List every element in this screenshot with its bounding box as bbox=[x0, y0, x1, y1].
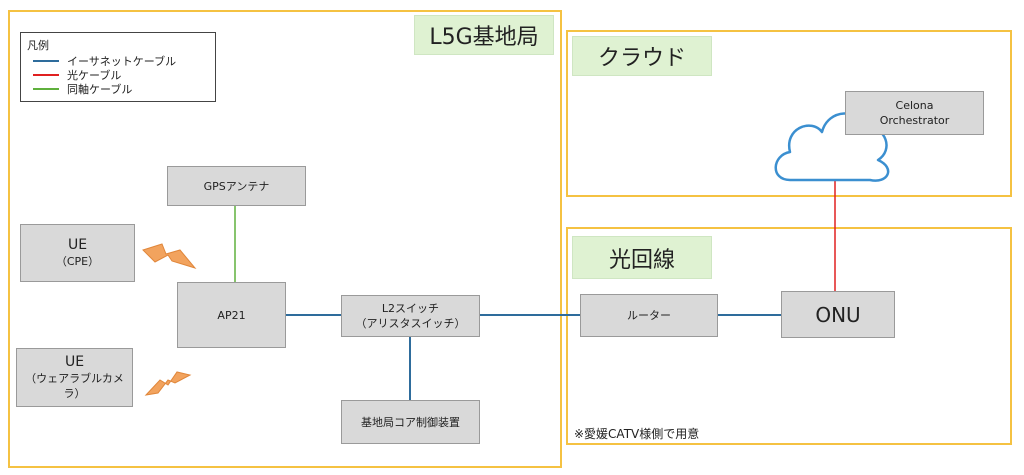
node-label: 基地局コア制御装置 bbox=[361, 415, 460, 429]
gps-antenna-node: GPSアンテナ bbox=[167, 166, 306, 206]
ue-cpe-node: UE （CPE） bbox=[20, 224, 135, 282]
router-node: ルーター bbox=[580, 294, 718, 337]
node-label: UE bbox=[64, 354, 85, 370]
node-label: ルーター bbox=[627, 309, 671, 322]
region-title-base-station: L5G基地局 bbox=[414, 15, 554, 55]
node-sublabel: Orchestrator bbox=[879, 114, 950, 127]
provider-note: ※愛媛CATV様側で用意 bbox=[574, 427, 700, 441]
node-sublabel: （アリスタスイッチ） bbox=[355, 317, 466, 330]
onu-node: ONU bbox=[781, 291, 895, 338]
region-title-cloud: クラウド bbox=[572, 36, 712, 76]
legend-label: 同軸ケーブル bbox=[67, 83, 133, 96]
node-label: AP21 bbox=[217, 308, 246, 322]
region-title-fiber: 光回線 bbox=[572, 236, 712, 279]
core-controller-node: 基地局コア制御装置 bbox=[341, 400, 480, 444]
ue-wearable-camera-node: UE （ウェアラブルカメラ） bbox=[16, 348, 133, 407]
celona-orchestrator-node: Celona Orchestrator bbox=[845, 91, 984, 135]
node-label: ONU bbox=[815, 302, 861, 327]
legend-item-ethernet: イーサネットケーブル bbox=[33, 54, 176, 68]
legend-title: 凡例 bbox=[27, 39, 49, 52]
lightning-icon-cpe bbox=[142, 243, 197, 269]
ethernet-line-swatch bbox=[33, 60, 59, 62]
cloud-frame bbox=[566, 30, 1012, 197]
node-label: UE bbox=[67, 237, 88, 253]
ap21-node: AP21 bbox=[177, 282, 286, 348]
node-label: GPSアンテナ bbox=[203, 179, 270, 193]
node-label: Celona bbox=[895, 99, 934, 112]
fiber-frame bbox=[566, 227, 1012, 445]
legend-item-coaxial: 同軸ケーブル bbox=[33, 82, 132, 96]
fiber-line-swatch bbox=[33, 74, 59, 76]
coaxial-line-swatch bbox=[33, 88, 59, 90]
node-label: L2スイッチ bbox=[381, 302, 440, 315]
legend-label: イーサネットケーブル bbox=[67, 55, 177, 68]
legend: 凡例 イーサネットケーブル 光ケーブル 同軸ケーブル bbox=[20, 32, 216, 102]
l2-switch-node: L2スイッチ （アリスタスイッチ） bbox=[341, 295, 480, 337]
node-sublabel: （ウェアラブルカメラ） bbox=[25, 372, 124, 400]
legend-item-fiber: 光ケーブル bbox=[33, 68, 121, 82]
base-station-frame bbox=[8, 10, 562, 468]
node-sublabel: （CPE） bbox=[55, 255, 100, 268]
lightning-icon-wearable bbox=[144, 371, 192, 396]
legend-label: 光ケーブル bbox=[67, 69, 122, 82]
